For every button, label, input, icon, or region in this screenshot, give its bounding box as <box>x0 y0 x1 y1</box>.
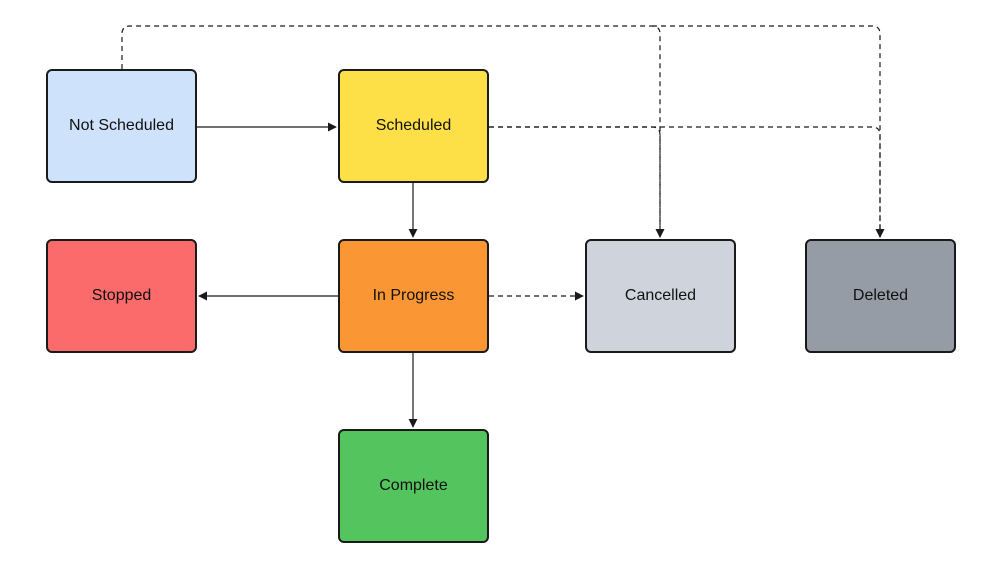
node-not-scheduled[interactable]: Not Scheduled <box>46 69 197 183</box>
node-deleted[interactable]: Deleted <box>805 239 956 353</box>
node-label-stopped: Stopped <box>91 287 152 304</box>
node-label-in-progress: In Progress <box>372 287 455 304</box>
node-label-deleted: Deleted <box>852 287 909 304</box>
edge-scheduled-to-cancelled <box>489 126 665 238</box>
edge-scheduled-to-deleted <box>489 126 885 238</box>
node-complete[interactable]: Complete <box>338 429 489 543</box>
node-scheduled[interactable]: Scheduled <box>338 69 489 183</box>
node-stopped[interactable]: Stopped <box>46 239 197 353</box>
node-in-progress[interactable]: In Progress <box>338 239 489 353</box>
edge-not-scheduled-to-deleted <box>652 25 885 238</box>
edge-not-scheduled-to-cancelled <box>121 25 665 238</box>
node-label-scheduled: Scheduled <box>375 117 452 134</box>
node-label-complete: Complete <box>379 477 448 494</box>
node-cancelled[interactable]: Cancelled <box>585 239 736 353</box>
node-label-not-scheduled: Not Scheduled <box>69 117 174 134</box>
node-label-cancelled: Cancelled <box>624 287 697 304</box>
